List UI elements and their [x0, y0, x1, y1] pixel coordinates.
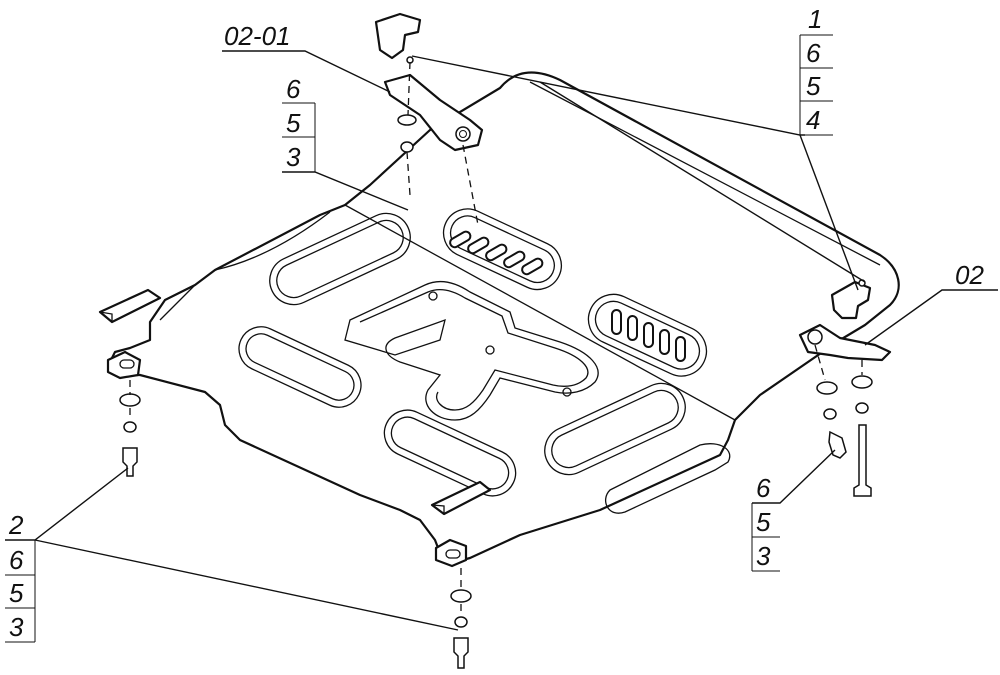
bracket-02-01-bolt-inner — [459, 130, 467, 138]
left-mount-ear — [106, 350, 142, 380]
washer — [397, 114, 417, 126]
washer — [119, 393, 141, 407]
bracket-02-01-bolt — [455, 126, 471, 142]
callout-label: 5 — [9, 578, 24, 608]
left-ear-slot — [119, 359, 135, 369]
leader-02-01 — [222, 50, 391, 93]
bottom-ear-slot — [445, 549, 461, 559]
plate-hole-3 — [562, 387, 572, 397]
serpentine-rib — [344, 280, 599, 421]
callout-label: 6 — [806, 38, 821, 68]
washer — [851, 375, 873, 389]
callout-label: 3 — [9, 612, 24, 642]
vent-slot — [643, 322, 654, 348]
callout-label: 6 — [286, 74, 301, 104]
bottom-clip-nut — [430, 480, 492, 516]
bracket-02-arm — [798, 323, 892, 362]
rib-3 — [383, 409, 517, 497]
bracket-02-bolt — [807, 329, 823, 345]
callout-label: 6 — [756, 473, 771, 503]
serpentine-rib-inner — [359, 288, 589, 411]
spring-washer — [123, 421, 137, 433]
callout-label: 1 — [808, 4, 822, 34]
rib-1-inner — [276, 219, 404, 299]
bottom-hardware-stack — [450, 589, 472, 669]
spring-washer — [400, 141, 414, 153]
callout-part-02-01: 02-01 — [224, 21, 291, 51]
callout-label: 3 — [286, 142, 301, 172]
rib-5 — [605, 443, 731, 514]
axis-line — [407, 61, 411, 116]
vent-slot — [659, 329, 670, 355]
vent-slot — [467, 236, 490, 255]
left-clip-nut — [98, 288, 162, 324]
vent-group-right — [587, 293, 708, 377]
vent-frame-top-inner — [449, 215, 555, 284]
callout-label: 5 — [756, 507, 771, 537]
callout-stack-bottom-left: 2 6 5 3 — [5, 510, 36, 643]
bolt — [453, 637, 469, 669]
vent-slot — [521, 257, 544, 276]
leader-02 — [864, 289, 998, 346]
vent-slot — [627, 315, 638, 341]
plate-hole-2 — [485, 345, 495, 355]
washer — [816, 381, 838, 395]
callout-label: 6 — [9, 545, 24, 575]
axis-line — [462, 144, 479, 226]
bolt — [122, 447, 138, 477]
long-bolt — [853, 424, 872, 497]
leader-bottom-left-b — [34, 539, 459, 631]
callout-stack-top-right: 1 6 5 4 — [799, 4, 833, 136]
right-hardware-stack — [816, 375, 873, 497]
rib-2 — [238, 326, 362, 408]
plate-hole-1 — [428, 291, 438, 301]
left-clip-nut-edge — [99, 311, 113, 322]
rib-1 — [269, 212, 411, 306]
spring-washer — [823, 408, 837, 420]
bracket-02 — [798, 279, 892, 362]
vent-slot — [611, 309, 622, 335]
bracket-02-01 — [374, 12, 484, 153]
washer — [450, 589, 472, 603]
left-hardware-stack — [119, 393, 141, 477]
stamped-ribs — [238, 212, 731, 514]
spring-washer — [454, 616, 468, 628]
leader-top-right-to-bracket — [799, 134, 859, 291]
vent-slot — [503, 250, 526, 269]
vent-group-top — [442, 208, 562, 291]
vent-frame-right — [587, 293, 708, 377]
callout-label: 2 — [8, 510, 24, 540]
bottom-mount-ear — [434, 538, 468, 568]
callout-label: 5 — [286, 108, 301, 138]
vent-slot — [485, 243, 508, 262]
callout-part-02: 02 — [955, 260, 984, 290]
plate-left-flange — [159, 211, 331, 321]
rib-4-inner — [551, 389, 679, 469]
callout-label: 4 — [806, 105, 820, 135]
axis-line — [814, 344, 826, 381]
top-clip — [374, 12, 422, 60]
callout-label: 3 — [756, 541, 771, 571]
vent-slot — [449, 230, 472, 249]
rib-3-inner — [390, 416, 510, 490]
bottom-clip-nut-edge — [431, 504, 445, 514]
assembly-axis-lines — [129, 61, 863, 615]
vent-slot — [675, 336, 686, 362]
vent-frame-right-inner — [594, 300, 701, 370]
leader-ref-line — [539, 81, 866, 283]
skid-plate — [108, 71, 900, 564]
rib-4 — [544, 382, 686, 476]
spring-washer — [855, 402, 869, 414]
callout-label: 5 — [806, 71, 821, 101]
callout-stack-top-left: 6 5 3 — [282, 74, 316, 172]
rib-2-inner — [245, 333, 355, 401]
vent-frame-top — [442, 208, 562, 291]
callout-stack-bottom-right: 6 5 3 — [751, 473, 780, 572]
